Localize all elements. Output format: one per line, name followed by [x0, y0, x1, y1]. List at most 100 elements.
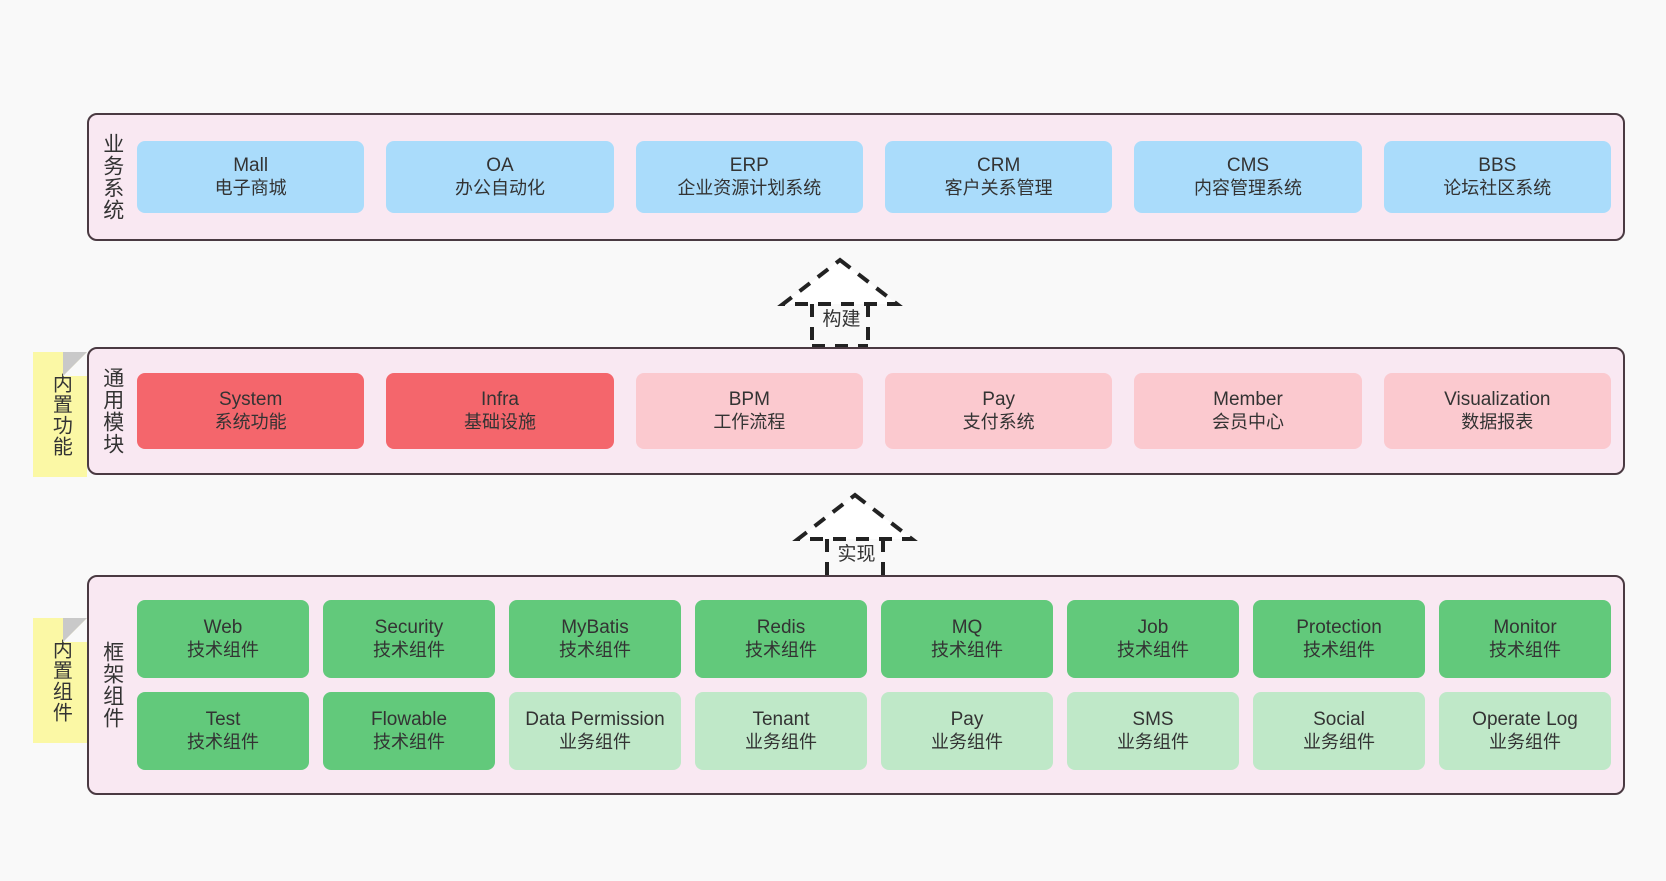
node-operate-log[interactable]: Operate Log 业务组件: [1439, 692, 1611, 770]
node-security-name: Security: [374, 617, 444, 639]
node-social-name: Social: [1313, 709, 1365, 731]
node-mq[interactable]: MQ 技术组件: [881, 600, 1053, 678]
node-pay-component-name: Pay: [950, 709, 984, 731]
node-flowable[interactable]: Flowable 技术组件: [323, 692, 495, 770]
layer-common-modules: 通用模块 System 系统功能 Infra 基础设施 BPM 工作流程 Pay…: [87, 347, 1625, 475]
node-visualization-sub: 数据报表: [1461, 411, 1534, 432]
layer-framework-components: 框架组件 Web 技术组件 Security 技术组件 MyBatis 技术组件…: [87, 575, 1625, 795]
node-redis-sub: 技术组件: [745, 639, 817, 660]
node-flowable-name: Flowable: [370, 709, 448, 731]
node-pay-module-name: Pay: [982, 389, 1016, 411]
node-test[interactable]: Test 技术组件: [137, 692, 309, 770]
node-monitor-sub: 技术组件: [1489, 639, 1561, 660]
connector-implement-label: 实现: [837, 544, 876, 565]
node-system-name: System: [218, 389, 283, 411]
note-builtin-component: 内置组件: [33, 618, 87, 743]
node-crm[interactable]: CRM 客户关系管理: [884, 141, 1113, 213]
node-bbs-sub: 论坛社区系统: [1443, 177, 1552, 198]
node-mall-name: Mall: [233, 155, 269, 177]
connector-build-label: 构建: [822, 309, 861, 330]
node-redis[interactable]: Redis 技术组件: [695, 600, 867, 678]
node-bpm-sub: 工作流程: [713, 411, 786, 432]
node-operate-log-name: Operate Log: [1472, 709, 1578, 731]
node-oa-name: OA: [486, 155, 514, 177]
node-tenant-sub: 业务组件: [745, 731, 817, 752]
node-test-sub: 技术组件: [187, 731, 259, 752]
node-web-sub: 技术组件: [187, 639, 259, 660]
node-cms-sub: 内容管理系统: [1193, 177, 1302, 198]
layer-common-modules-body: System 系统功能 Infra 基础设施 BPM 工作流程 Pay 支付系统…: [135, 349, 1623, 473]
node-job-name: Job: [1137, 617, 1169, 639]
node-visualization[interactable]: Visualization 数据报表: [1383, 373, 1611, 449]
node-monitor[interactable]: Monitor 技术组件: [1439, 600, 1611, 678]
node-mybatis-sub: 技术组件: [559, 639, 631, 660]
node-oa-sub: 办公自动化: [454, 177, 545, 198]
node-web-name: Web: [203, 617, 243, 639]
node-crm-sub: 客户关系管理: [944, 177, 1053, 198]
node-mq-sub: 技术组件: [931, 639, 1003, 660]
node-member-name: Member: [1213, 389, 1283, 411]
layer-business-systems-row: Mall 电子商城 OA 办公自动化 ERP 企业资源计划系统 CRM 客户关系…: [137, 141, 1611, 213]
connector-build: 构建: [755, 252, 925, 352]
node-member-sub: 会员中心: [1211, 411, 1284, 432]
layer-common-modules-row: System 系统功能 Infra 基础设施 BPM 工作流程 Pay 支付系统…: [137, 373, 1611, 449]
node-system-sub: 系统功能: [214, 411, 287, 432]
node-monitor-name: Monitor: [1493, 617, 1557, 639]
layer-business-systems-title: 业务系统: [100, 133, 124, 221]
node-sms[interactable]: SMS 业务组件: [1067, 692, 1239, 770]
framework-biz-row: Test 技术组件 Flowable 技术组件 Data Permission …: [137, 692, 1611, 770]
node-tenant-name: Tenant: [752, 709, 810, 731]
node-sms-sub: 业务组件: [1117, 731, 1189, 752]
framework-tech-row: Web 技术组件 Security 技术组件 MyBatis 技术组件 Redi…: [137, 600, 1611, 678]
node-pay-module[interactable]: Pay 支付系统: [884, 373, 1113, 449]
build-arrow-icon: [777, 257, 903, 348]
node-bpm-name: BPM: [728, 389, 770, 411]
node-operate-log-sub: 业务组件: [1489, 731, 1561, 752]
note-builtin-component-label: 内置组件: [49, 638, 72, 723]
node-visualization-name: Visualization: [1444, 389, 1551, 411]
node-cms-name: CMS: [1226, 155, 1270, 177]
node-infra-sub: 基础设施: [463, 411, 536, 432]
node-bpm[interactable]: BPM 工作流程: [635, 373, 863, 449]
node-security-sub: 技术组件: [373, 639, 445, 660]
node-mall[interactable]: Mall 电子商城: [137, 141, 365, 213]
node-erp[interactable]: ERP 企业资源计划系统: [635, 141, 863, 213]
node-job-sub: 技术组件: [1117, 639, 1189, 660]
node-redis-name: Redis: [756, 617, 806, 639]
node-member[interactable]: Member 会员中心: [1134, 373, 1362, 449]
node-protection[interactable]: Protection 技术组件: [1253, 600, 1425, 678]
note-builtin-function-label: 内置功能: [49, 372, 72, 457]
node-social-sub: 业务组件: [1303, 731, 1375, 752]
node-pay-component[interactable]: Pay 业务组件: [881, 692, 1053, 770]
note-fold-icon: [63, 618, 87, 642]
node-pay-component-sub: 业务组件: [931, 731, 1003, 752]
node-tenant[interactable]: Tenant 业务组件: [695, 692, 867, 770]
note-fold-icon: [63, 352, 87, 376]
note-builtin-function: 内置功能: [33, 352, 87, 477]
node-flowable-sub: 技术组件: [373, 731, 445, 752]
node-bbs-name: BBS: [1478, 155, 1517, 177]
layer-framework-components-body: Web 技术组件 Security 技术组件 MyBatis 技术组件 Redi…: [135, 577, 1623, 793]
node-infra-name: Infra: [480, 389, 519, 411]
node-mybatis[interactable]: MyBatis 技术组件: [509, 600, 681, 678]
node-web[interactable]: Web 技术组件: [137, 600, 309, 678]
node-mybatis-name: MyBatis: [561, 617, 629, 639]
layer-business-systems: 业务系统 Mall 电子商城 OA 办公自动化 ERP 企业资源计划系统 CRM…: [87, 113, 1625, 241]
implement-arrow-icon: [792, 492, 918, 583]
node-sms-name: SMS: [1132, 709, 1174, 731]
node-security[interactable]: Security 技术组件: [323, 600, 495, 678]
node-mq-name: MQ: [951, 617, 983, 639]
node-system[interactable]: System 系统功能: [137, 373, 365, 449]
node-cms[interactable]: CMS 内容管理系统: [1134, 141, 1362, 213]
node-oa[interactable]: OA 办公自动化: [386, 141, 614, 213]
node-data-permission-sub: 业务组件: [559, 731, 631, 752]
node-job[interactable]: Job 技术组件: [1067, 600, 1239, 678]
node-data-permission[interactable]: Data Permission 业务组件: [509, 692, 681, 770]
node-data-permission-name: Data Permission: [525, 709, 665, 731]
layer-framework-components-title: 框架组件: [100, 641, 124, 729]
layer-common-modules-title: 通用模块: [100, 367, 124, 455]
node-infra[interactable]: Infra 基础设施: [386, 373, 614, 449]
node-social[interactable]: Social 业务组件: [1253, 692, 1425, 770]
node-bbs[interactable]: BBS 论坛社区系统: [1383, 141, 1611, 213]
